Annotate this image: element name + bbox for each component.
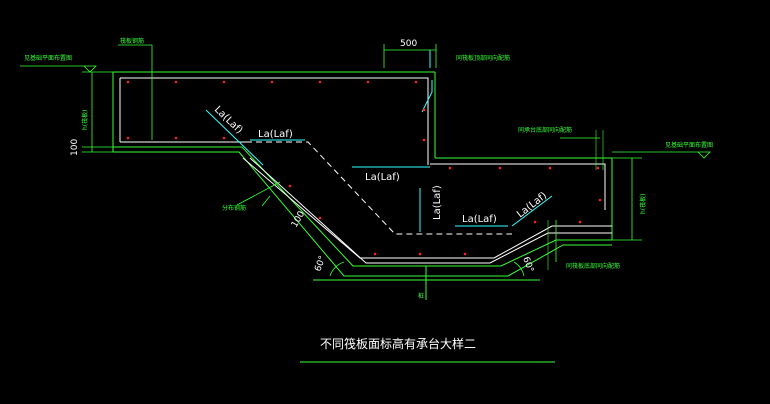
upper-top-rebar — [120, 77, 429, 165]
h-left-label: h(筏板) — [81, 110, 89, 131]
cap-bottom-rebar — [242, 157, 612, 259]
note-top-right: 同筏板顶部同向配筋 — [456, 54, 510, 62]
lower-top-rebar — [430, 163, 606, 210]
la-label-4: La(Laf) — [432, 185, 443, 220]
rebar-dot — [222, 80, 226, 84]
h-right-label: h(筏板) — [639, 194, 647, 215]
angle-arc-right — [513, 261, 525, 277]
la-leader-1 — [205, 109, 264, 166]
rebar-dot — [418, 252, 422, 256]
elev-label-left: 见基础平面布置图 — [24, 54, 72, 62]
rebar-dot — [318, 216, 322, 220]
rebar-dot — [578, 220, 582, 224]
la-label-6: La(Laf) — [515, 190, 549, 220]
cushion-outline — [113, 151, 612, 277]
rebar-dot — [414, 80, 418, 84]
rebar-dot — [448, 166, 452, 170]
la-label-5: La(Laf) — [462, 214, 497, 225]
dim-500-label: 500 — [400, 39, 417, 49]
anchorage-leaders — [205, 50, 553, 232]
raft-bottom-outline — [113, 146, 612, 267]
pile-label: 桩 — [418, 292, 424, 300]
elev-marker-left — [20, 65, 97, 73]
rebar-dot — [498, 166, 502, 170]
concrete-outline — [112, 71, 613, 300]
rebar-dot — [422, 108, 426, 112]
rebar-dot — [533, 220, 537, 224]
dim-100-left-label: 100 — [70, 139, 80, 156]
dim-100-slope-label: 100 — [290, 209, 307, 229]
labels: 见基础平面布置图 见基础平面布置图 筏板钢筋 500 100 100 h(筏板)… — [24, 37, 713, 351]
rebar-dot — [463, 252, 467, 256]
rebar-dot — [222, 136, 226, 140]
slope-rebar-label: 分布钢筋 — [222, 204, 246, 212]
note-bottom-right: 同筏板底部同向配筋 — [566, 262, 620, 270]
note-mid-right: 同承台底部同向配筋 — [518, 126, 572, 134]
dim-100-slope — [261, 195, 271, 207]
la-label-3: La(Laf) — [365, 172, 400, 183]
rebar-dot — [366, 80, 370, 84]
rebar-dot — [126, 136, 130, 140]
drawing-title: 不同筏板面标高有承台大样二 — [320, 336, 476, 351]
raft-rebar-label: 筏板钢筋 — [120, 37, 144, 45]
rebar-dot — [548, 166, 552, 170]
rebar-dot — [596, 166, 600, 170]
angle-left-label: 60° — [313, 255, 328, 273]
angle-arc-left — [329, 261, 345, 277]
right-guides — [547, 130, 604, 270]
cap-bottom-rebar-inner — [249, 157, 612, 264]
note-top-leader — [421, 80, 433, 113]
dashed-anchor-rebar — [246, 141, 512, 235]
la-leader-6 — [511, 195, 553, 227]
dashed-rebar — [246, 141, 512, 235]
rebar-dot — [422, 138, 426, 142]
rebar-dot — [598, 198, 602, 202]
rebar-dot — [318, 80, 322, 84]
elev-label-right: 见基础平面布置图 — [665, 141, 713, 149]
rebar-dot — [174, 80, 178, 84]
slope-rebar-leader — [236, 181, 281, 206]
rebar-dot — [373, 252, 377, 256]
rebar-dots — [126, 80, 602, 256]
rebar-dot — [174, 136, 178, 140]
rebar-dot — [126, 80, 130, 84]
rebar-dot — [288, 184, 292, 188]
rebar-dot — [270, 80, 274, 84]
reinforcement — [119, 77, 612, 264]
la-label-2: La(Laf) — [258, 129, 293, 140]
elev-marker-right — [612, 151, 711, 159]
dimension-lines — [20, 44, 711, 277]
